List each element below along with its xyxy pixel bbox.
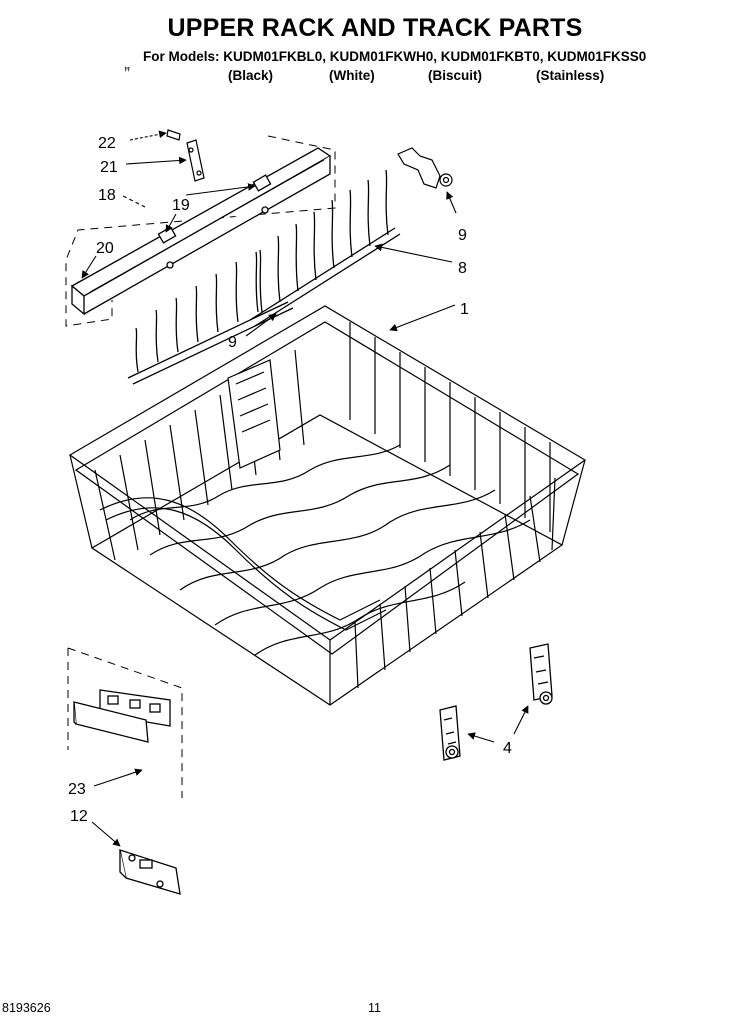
finish-stainless: (Stainless) <box>536 68 605 83</box>
callout-20: 20 <box>96 240 114 257</box>
callout-labels: 22 21 18 19 20 9 8 1 9 23 12 4 <box>68 135 512 825</box>
models-line: For Models: KUDM01FKBL0, KUDM01FKWH0, KU… <box>143 49 647 64</box>
callout-8: 8 <box>458 260 467 277</box>
callout-12: 12 <box>70 808 88 825</box>
page-title: UPPER RACK AND TRACK PARTS <box>167 14 583 42</box>
footer-part-number: 8193626 <box>2 1001 51 1015</box>
upper-rack-basket <box>68 305 587 706</box>
track-stop <box>119 849 181 895</box>
handle-group-outline <box>67 647 183 798</box>
callout-19: 19 <box>172 197 190 214</box>
finish-biscuit: (Biscuit) <box>428 68 482 83</box>
callout-21: 21 <box>100 159 118 176</box>
roller-adjuster-left <box>439 705 461 761</box>
track-rail <box>70 147 332 316</box>
finish-black: (Black) <box>228 68 274 83</box>
callout-1: 1 <box>460 301 469 318</box>
callout-9-upper: 9 <box>458 227 467 244</box>
rack-handle <box>73 689 171 743</box>
roller-adjuster-right <box>529 643 553 705</box>
callout-22: 22 <box>98 135 116 152</box>
finish-white: (White) <box>329 68 375 83</box>
callout-9-lower: 9 <box>228 334 237 351</box>
callout-23: 23 <box>68 781 86 798</box>
callout-4: 4 <box>503 740 512 757</box>
stray-mark: ꟸ <box>124 66 130 78</box>
callout-18: 18 <box>98 187 116 204</box>
track-assembly-group-outline <box>65 135 336 327</box>
track-stop-bracket <box>166 129 205 182</box>
footer-page-number: 11 <box>368 1001 381 1015</box>
leader-lines <box>81 130 529 847</box>
tine-clip <box>397 147 453 189</box>
